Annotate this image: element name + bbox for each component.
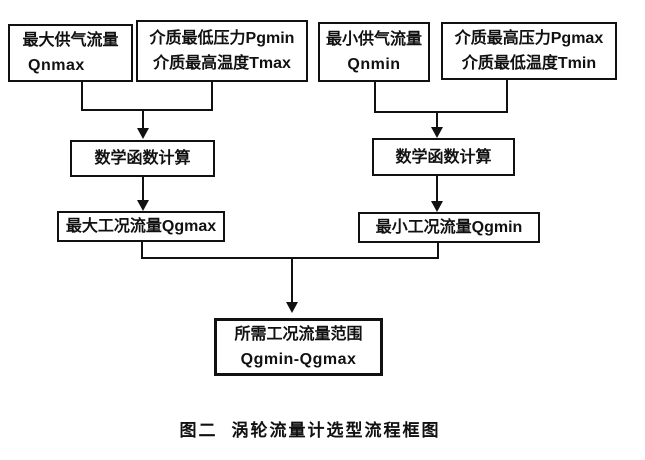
connector-bottom-merge-bar xyxy=(141,257,439,259)
node-qnmax: 最大供气流量 Qnmax xyxy=(8,24,133,82)
figure-caption-index: 图二 xyxy=(179,421,218,440)
connector-pgmax-tmin-drop xyxy=(506,80,508,112)
connector-calc-left-to-qgmax xyxy=(142,177,144,201)
connector-qnmax-drop xyxy=(81,82,83,110)
node-pgmin-tmax: 介质最低压力Pgmin 介质最高温度Tmax xyxy=(136,20,308,82)
node-qgmin-label: 最小工况流量Qgmin xyxy=(375,219,523,236)
node-qgmax-label: 最大工况流量Qgmax xyxy=(65,218,217,235)
arrowhead-to-range xyxy=(286,302,298,313)
connector-calc-right-to-qgmin xyxy=(436,176,438,201)
node-qnmax-line2: Qnmax xyxy=(28,57,85,74)
connector-qgmax-drop xyxy=(141,242,143,259)
connector-right-merge-stem xyxy=(436,111,438,128)
node-pgmax-tmin-line2: 介质最低温度Tmin xyxy=(461,55,597,72)
node-range: 所需工况流量范围 Qgmin-Qgmax xyxy=(214,318,383,376)
arrowhead-to-calc-right xyxy=(431,127,443,138)
connector-qnmin-drop xyxy=(374,82,376,112)
connector-pgmin-tmax-drop xyxy=(211,82,213,110)
node-calc-left-label: 数学函数计算 xyxy=(94,150,191,167)
node-calc-right: 数学函数计算 xyxy=(372,138,515,176)
connector-left-merge-stem xyxy=(142,109,144,129)
node-qnmin: 最小供气流量 Qnmin xyxy=(318,22,430,82)
node-calc-right-label: 数学函数计算 xyxy=(395,148,492,166)
node-qnmax-line1: 最大供气流量 xyxy=(22,32,119,49)
node-pgmax-tmin-line1: 介质最高压力Pgmax xyxy=(454,30,604,47)
node-qgmax: 最大工况流量Qgmax xyxy=(57,211,225,242)
connector-bottom-merge-stem xyxy=(291,257,293,303)
node-qnmin-line2: Qnmin xyxy=(347,56,401,73)
arrowhead-to-qgmin xyxy=(431,201,443,212)
arrowhead-to-calc-left xyxy=(137,128,149,139)
arrowhead-to-qgmax xyxy=(137,200,149,211)
figure-caption: 图二涡轮流量计选型流程框图 xyxy=(0,416,620,441)
node-pgmax-tmin: 介质最高压力Pgmax 介质最低温度Tmin xyxy=(441,22,617,80)
connector-right-merge-bar xyxy=(374,111,508,113)
figure-caption-title: 涡轮流量计选型流程框图 xyxy=(231,421,441,440)
node-range-line1: 所需工况流量范围 xyxy=(234,326,363,343)
node-pgmin-tmax-line1: 介质最低压力Pgmin xyxy=(149,30,295,47)
connector-left-merge-bar xyxy=(81,109,213,111)
node-range-line2: Qgmin-Qgmax xyxy=(240,351,357,368)
node-pgmin-tmax-line2: 介质最高温度Tmax xyxy=(153,55,291,72)
node-calc-left: 数学函数计算 xyxy=(70,140,215,177)
connector-qgmin-drop xyxy=(437,243,439,259)
node-qgmin: 最小工况流量Qgmin xyxy=(358,212,540,243)
node-qnmin-line1: 最小供气流量 xyxy=(325,31,422,48)
